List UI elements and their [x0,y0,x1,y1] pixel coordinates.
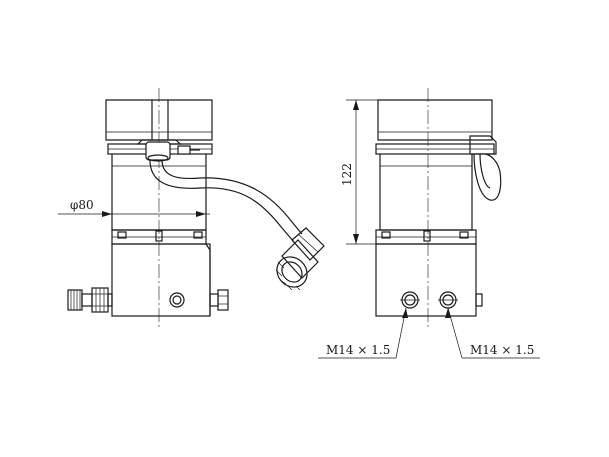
height-label: 122 [340,163,354,186]
left-hydraulic-fitting [67,287,113,313]
port-left [400,291,420,309]
left-top-cap [105,99,213,141]
cable-connector [275,227,325,291]
port-label-left: M14 × 1.5 [326,343,390,357]
port-right-leader: M14 × 1.5 [445,307,540,359]
port-label-right: M14 × 1.5 [470,343,534,357]
right-top-cap [377,99,493,141]
height-dimension: 122 [340,99,378,245]
port-right [438,291,458,309]
diameter-label: φ80 [70,198,94,212]
right-base-block [375,243,477,317]
right-view: 122 M14 × 1.5 M14 × 1.5 [318,88,540,359]
cable [149,159,303,243]
right-motor-body [379,154,473,231]
left-view: φ80 [58,88,325,330]
port-left-leader: M14 × 1.5 [318,307,408,359]
diameter-dimension: φ80 [58,198,210,217]
left-base-block [111,243,211,317]
